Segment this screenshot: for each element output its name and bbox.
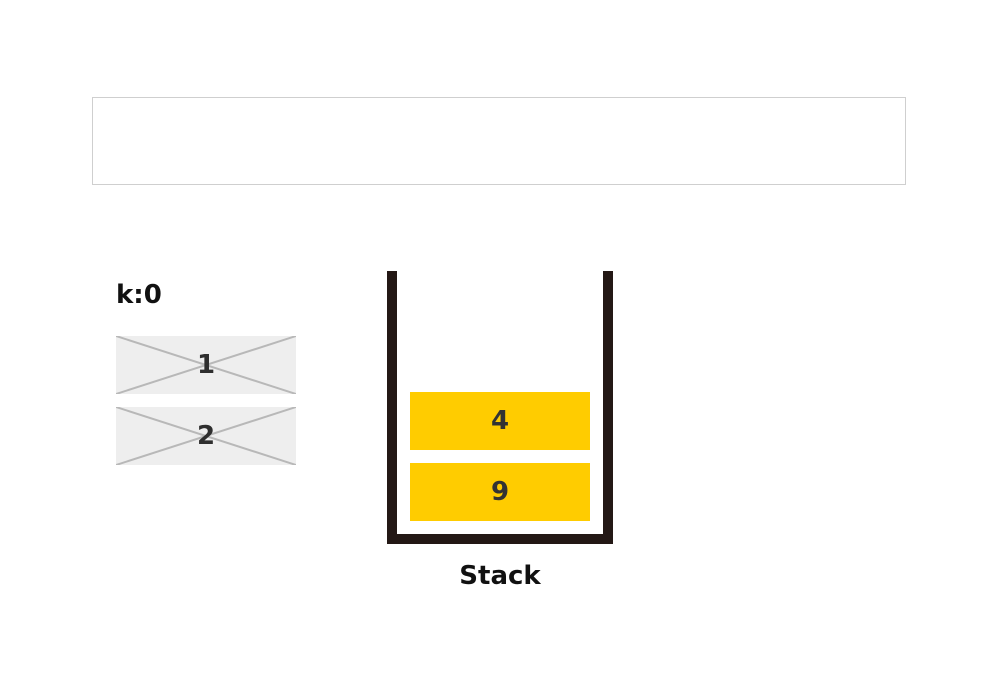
removed-item-value: 1	[196, 350, 216, 380]
removed-item: 1	[116, 336, 296, 394]
cross-out-icon	[116, 407, 296, 465]
removed-item: 2	[116, 407, 296, 465]
k-counter-label: k:0	[116, 280, 162, 310]
message-panel	[92, 97, 906, 185]
stack-container	[387, 271, 613, 544]
removed-item-value: 2	[196, 421, 216, 451]
cross-out-icon	[116, 336, 296, 394]
stack-item: 4	[410, 392, 590, 450]
stack-item: 9	[410, 463, 590, 521]
stack-label: Stack	[459, 561, 541, 591]
